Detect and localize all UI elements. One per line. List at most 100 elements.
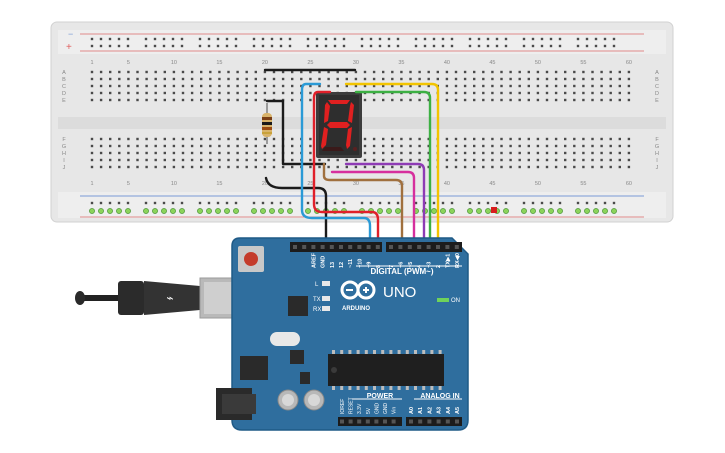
rail-hole[interactable] — [585, 201, 589, 205]
hole[interactable] — [445, 77, 449, 81]
hole[interactable] — [591, 165, 594, 169]
hole[interactable] — [99, 165, 103, 169]
hole[interactable] — [236, 70, 239, 74]
hole[interactable] — [518, 77, 521, 81]
hole[interactable] — [554, 98, 558, 102]
hole[interactable] — [618, 144, 621, 148]
hole[interactable] — [291, 98, 294, 102]
power-analog-pins[interactable] — [340, 419, 459, 424]
hole[interactable] — [473, 165, 476, 169]
rail-hole[interactable] — [225, 44, 229, 48]
hole[interactable] — [400, 70, 403, 74]
hole[interactable] — [181, 84, 185, 88]
rail-hole[interactable] — [153, 44, 157, 48]
hole[interactable] — [90, 98, 94, 102]
hole[interactable] — [409, 151, 412, 155]
hole[interactable] — [609, 151, 612, 155]
hole[interactable] — [454, 98, 458, 102]
hole[interactable] — [245, 98, 248, 102]
hole[interactable] — [245, 165, 248, 169]
hole[interactable] — [109, 144, 112, 148]
hole[interactable] — [582, 98, 585, 102]
hole[interactable] — [582, 144, 585, 148]
hole[interactable] — [272, 91, 276, 95]
hole[interactable] — [209, 84, 212, 88]
analog-pin[interactable] — [436, 419, 441, 424]
wire-green[interactable] — [354, 90, 432, 248]
hole[interactable] — [454, 91, 458, 95]
hole[interactable] — [236, 151, 239, 155]
hole[interactable] — [627, 158, 631, 162]
hole[interactable] — [200, 98, 203, 102]
hole[interactable] — [154, 98, 157, 102]
hole[interactable] — [254, 158, 257, 162]
rail-hole[interactable] — [594, 201, 598, 205]
rail-hole-active[interactable] — [584, 208, 590, 214]
rail-hole-active[interactable] — [269, 208, 275, 214]
hole[interactable] — [99, 70, 103, 74]
hole[interactable] — [463, 77, 467, 81]
hole[interactable] — [145, 70, 148, 74]
hole[interactable] — [263, 158, 267, 162]
hole[interactable] — [127, 77, 130, 81]
hole[interactable] — [463, 98, 467, 102]
rail-hole-active[interactable] — [521, 208, 527, 214]
hole[interactable] — [218, 98, 221, 102]
hole[interactable] — [245, 158, 248, 162]
rail-hole[interactable] — [558, 201, 562, 205]
hole[interactable] — [482, 98, 485, 102]
hole[interactable] — [482, 144, 485, 148]
rail-hole[interactable] — [90, 201, 94, 205]
hole[interactable] — [400, 77, 403, 81]
hole[interactable] — [90, 165, 94, 169]
rail-hole[interactable] — [207, 37, 211, 41]
hole[interactable] — [372, 84, 376, 88]
rail-hole[interactable] — [333, 37, 337, 41]
hole[interactable] — [445, 144, 449, 148]
rail-hole[interactable] — [378, 44, 382, 48]
hole[interactable] — [609, 91, 612, 95]
rail-hole[interactable] — [495, 201, 499, 205]
hole[interactable] — [254, 98, 257, 102]
rail-hole[interactable] — [594, 44, 598, 48]
hole[interactable] — [272, 151, 276, 155]
hole[interactable] — [454, 165, 458, 169]
hole[interactable] — [618, 91, 621, 95]
hole[interactable] — [564, 158, 567, 162]
hole[interactable] — [518, 137, 521, 141]
rail-hole-active[interactable] — [170, 208, 176, 214]
hole[interactable] — [172, 151, 176, 155]
hole[interactable] — [218, 137, 221, 141]
rail-hole-active[interactable] — [503, 208, 509, 214]
hole[interactable] — [118, 84, 121, 88]
rail-hole[interactable] — [306, 37, 310, 41]
hole[interactable] — [236, 137, 239, 141]
rail-hole-active[interactable] — [575, 208, 581, 214]
hole[interactable] — [227, 158, 230, 162]
rail-hole-active[interactable] — [431, 208, 437, 214]
rail-hole[interactable] — [396, 44, 400, 48]
hole[interactable] — [209, 91, 212, 95]
rail-hole[interactable] — [234, 201, 238, 205]
rail-hole[interactable] — [594, 37, 598, 41]
hole[interactable] — [536, 84, 540, 88]
hole[interactable] — [145, 151, 148, 155]
hole[interactable] — [272, 137, 276, 141]
hole[interactable] — [527, 70, 530, 74]
hole[interactable] — [482, 91, 485, 95]
rail-hole[interactable] — [540, 44, 544, 48]
hole[interactable] — [190, 158, 194, 162]
hole[interactable] — [427, 98, 430, 102]
rail-hole[interactable] — [486, 44, 490, 48]
hole[interactable] — [291, 144, 294, 148]
hole[interactable] — [536, 137, 540, 141]
hole[interactable] — [109, 151, 112, 155]
hole[interactable] — [363, 151, 367, 155]
hole[interactable] — [127, 165, 130, 169]
hole[interactable] — [573, 70, 576, 74]
rail-hole[interactable] — [333, 44, 337, 48]
rail-hole[interactable] — [549, 37, 553, 41]
rail-hole[interactable] — [162, 44, 166, 48]
hole[interactable] — [591, 84, 594, 88]
